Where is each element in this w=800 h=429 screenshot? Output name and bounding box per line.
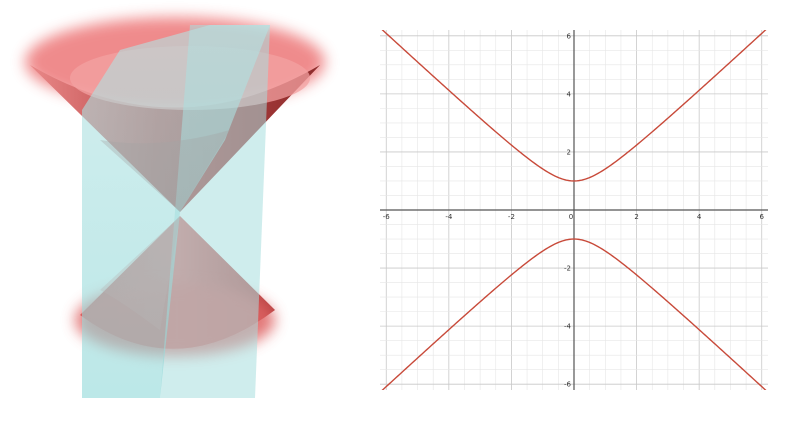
y-tick-label: -4 — [564, 323, 572, 331]
axes — [380, 30, 768, 390]
y-tick-label: -2 — [564, 265, 571, 273]
curves — [381, 30, 767, 390]
double-cone-figure — [25, 17, 325, 398]
x-tick-label: 2 — [634, 213, 638, 221]
y-tick-label: -6 — [564, 381, 572, 389]
hyperbola-graph: -6 -4 -2 0 2 4 6 -6 -4 -2 2 4 6 — [380, 30, 768, 390]
x-tick-label: 0 — [569, 213, 573, 221]
y-tick-label: 2 — [567, 148, 571, 156]
y-tick-label: 4 — [567, 90, 572, 98]
cone-through-plane-lower — [100, 216, 180, 330]
x-tick-label: -4 — [445, 213, 453, 221]
y-tick-label: 6 — [567, 32, 572, 40]
cutting-plane-front — [82, 25, 270, 398]
lower-branch-line — [381, 238, 767, 390]
upper-branch-line — [381, 30, 767, 182]
x-tick-label: 4 — [697, 213, 702, 221]
x-tick-label: -2 — [508, 213, 515, 221]
x-tick-label: -6 — [383, 213, 391, 221]
tick-labels: -6 -4 -2 0 2 4 6 -6 -4 -2 2 4 6 — [383, 32, 765, 388]
cone-through-plane-upper — [100, 130, 230, 212]
x-tick-label: 6 — [760, 213, 765, 221]
